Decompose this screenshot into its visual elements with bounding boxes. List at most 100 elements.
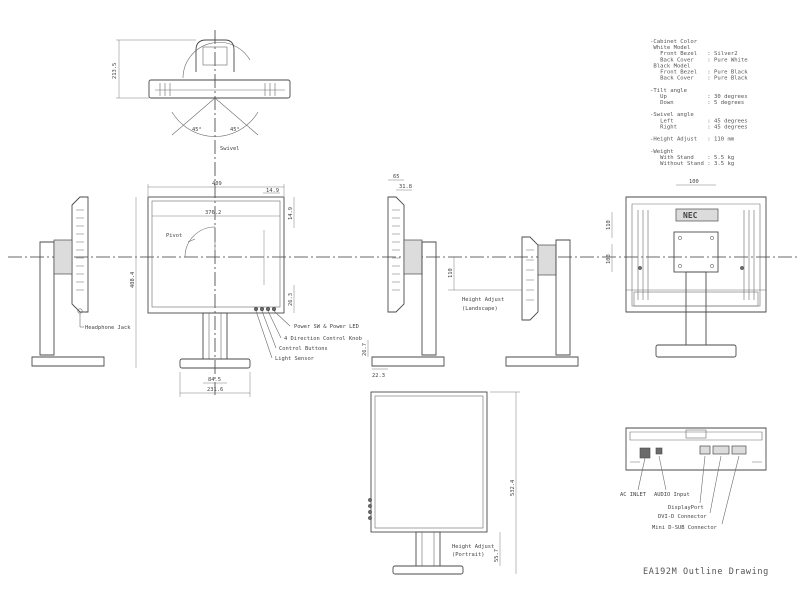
screen-width-dim: 376.2 <box>205 210 221 216</box>
swivel-label: Swivel <box>220 146 239 152</box>
height-adjust-portrait-line1: Height Adjust <box>452 544 494 550</box>
front-button-4 <box>271 306 276 311</box>
dsub-port <box>731 445 747 455</box>
pivot-arc <box>184 226 216 258</box>
back-cover <box>625 196 767 313</box>
right-panel-profile <box>387 196 405 313</box>
spec-line: Down : 5 degrees <box>650 100 744 106</box>
height-adjust-landscape-line1: Height Adjust <box>462 297 504 303</box>
top-depth-dim: 213.5 <box>112 63 118 79</box>
headphone-jack-label: Headphone Jack <box>85 325 131 331</box>
spec-line: Right : 45 degrees <box>650 124 748 130</box>
connector-top-rail <box>629 431 763 441</box>
landscape-hinge <box>537 244 557 276</box>
tilt-offset-dim: 26.7 <box>362 343 368 356</box>
landscape-adjust-dim: 110 <box>448 268 454 278</box>
control-buttons-label: Control Buttons <box>279 346 328 352</box>
audio-input-port <box>655 447 663 455</box>
audio-input-label: AUDIO Input <box>654 492 690 498</box>
landscape-base <box>505 356 579 367</box>
front-width-dim: 409 <box>212 181 222 187</box>
displayport-label: DisplayPort <box>668 505 704 511</box>
leader-buttons <box>261 310 277 349</box>
front-button-3 <box>265 306 270 311</box>
side-depth-318-dim: 31.8 <box>399 184 412 190</box>
landscape-stand-post <box>555 239 571 356</box>
right-panel-ribs <box>392 209 400 291</box>
left-base <box>31 356 105 367</box>
portrait-screen <box>374 395 484 529</box>
spec-line: Black Model <box>650 63 690 69</box>
leader-power <box>273 310 291 327</box>
portrait-view: 532.4 55.7 Height Adjust (Portrait) <box>368 391 520 575</box>
spec-line: Front Bezel : Silver2 <box>650 51 738 57</box>
bezel-top-dim: 14.9 <box>288 207 294 220</box>
portrait-stand-neck <box>415 531 441 567</box>
front-view: Pivot Power SW & Power LED 4 Direction C… <box>130 181 362 397</box>
back-port-left <box>638 266 642 270</box>
connector-mount-bracket <box>685 429 707 439</box>
spec-line: With Stand : 5.5 kg <box>650 155 734 161</box>
landscape-panel-ribs <box>526 249 534 301</box>
swivel-arc-top <box>182 42 251 79</box>
back-vent-slots <box>637 210 755 300</box>
portrait-adjust-dim: 55.7 <box>494 549 500 562</box>
portrait-bezel <box>370 391 488 533</box>
spec-line: Back Cover : Pure Black <box>650 76 748 82</box>
bezel-right-dim: 14.9 <box>266 188 279 194</box>
landscape-panel-profile <box>521 236 539 321</box>
front-button-1 <box>254 306 259 311</box>
leader-ac <box>637 457 646 491</box>
back-stand-base <box>655 344 737 358</box>
nec-logo: NEC <box>683 211 698 220</box>
vesa-hole-3 <box>678 264 682 268</box>
swivel-left-line <box>171 97 216 136</box>
ac-inlet-port <box>639 447 651 459</box>
left-panel-profile <box>71 196 89 313</box>
spec-line: -Height Adjust : 110 mm <box>650 137 735 143</box>
spec-line: Back Cover : Pure White <box>650 57 748 63</box>
portrait-button-3 <box>368 510 372 514</box>
height-adjust-landscape-line2: (Landscape) <box>462 306 498 312</box>
spec-line: -Weight <box>650 149 674 155</box>
portrait-button-1 <box>368 498 372 502</box>
leader-dvi <box>709 455 722 514</box>
ac-inlet-label: AC INLET <box>620 492 647 498</box>
swivel-left-angle: 45° <box>192 127 202 133</box>
swivel-arc <box>171 111 259 137</box>
bezel-bottom-dim: 26.3 <box>288 293 294 306</box>
vesa-hole-1 <box>678 236 682 240</box>
leader-dp <box>699 455 706 504</box>
front-base <box>179 358 251 369</box>
right-side-view: 65 31.8 26.7 22.3 <box>362 174 445 379</box>
left-side-view: Headphone Jack <box>31 196 131 367</box>
front-screen <box>151 200 281 308</box>
stand-top-outline <box>195 39 235 72</box>
panel-top-edge <box>148 79 291 99</box>
portrait-height-dim: 532.4 <box>510 480 516 496</box>
leader-knob <box>267 310 282 339</box>
spec-line: White Model <box>650 45 690 51</box>
control-knob-label: 4 Direction Control Knob <box>284 336 362 342</box>
spec-line: -Swivel angle <box>650 112 694 118</box>
height-adjust-portrait-line2: (Portrait) <box>452 552 484 558</box>
connector-panel <box>625 427 767 471</box>
dsub-label: Mini D-SUB Connector <box>652 525 718 531</box>
stand-width-dim: 231.6 <box>207 387 223 393</box>
brand-plate <box>675 208 719 222</box>
spec-line: Up : 30 degrees <box>650 94 748 100</box>
back-stand-neck <box>685 271 707 346</box>
right-hinge <box>403 239 423 275</box>
leader-audio <box>658 455 667 491</box>
displayport-port <box>699 445 711 455</box>
swivel-right-line <box>214 97 259 136</box>
landscape-height-view: 110 Height Adjust (Landscape) <box>448 236 579 367</box>
neck-width-dim: 84.5 <box>208 377 221 383</box>
portrait-base <box>392 565 464 575</box>
connector-detail-view: AC INLET AUDIO Input DisplayPort DVI-D C… <box>620 427 767 531</box>
left-panel-ribs <box>76 209 84 291</box>
back-inner-edge <box>631 203 761 307</box>
top-view: 45° 45° Swivel 213.5 <box>112 39 291 152</box>
